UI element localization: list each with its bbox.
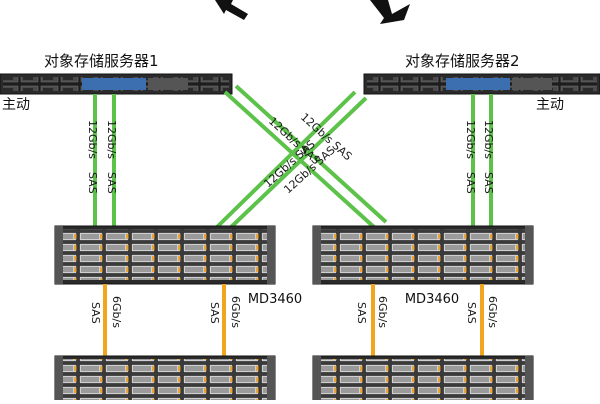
storage-enclosure-4 [312, 355, 534, 404]
enclosure-2-model: MD3460 [405, 292, 459, 307]
storage-enclosure-3 [54, 355, 276, 404]
storage-enclosure-2 [312, 225, 534, 285]
right-link-label-4: SAS [482, 172, 495, 194]
left-link-label-3: 12Gb/s [105, 120, 118, 159]
sas6-links [103, 284, 484, 360]
left-link-label-4: SAS [105, 172, 118, 194]
arrow-down-left-icon [370, 0, 410, 24]
storage-enclosure-icon [54, 225, 276, 285]
sas-link-right [471, 94, 493, 228]
enclosure-1-model: MD3460 [248, 292, 302, 307]
sas6-label-6: 6Gb/s [376, 296, 389, 328]
cross-links [214, 84, 388, 232]
sas6-label-2: 6Gb/s [110, 296, 123, 328]
server-rack-icon [363, 73, 600, 95]
server-1: 对象存储服务器1 主动 [0, 52, 233, 113]
server-rack-icon [0, 73, 233, 95]
storage-enclosure-icon [312, 355, 534, 404]
right-link-label-2: SAS [464, 172, 477, 194]
sas6-label-7: SAS [465, 302, 478, 324]
server-2-name: 对象存储服务器2 [405, 52, 520, 70]
sas-link-left [93, 94, 116, 228]
left-link-label-2: SAS [86, 172, 99, 194]
server-1-role: 主动 [2, 97, 30, 113]
sas6-label-3: SAS [208, 302, 221, 324]
storage-enclosure-icon [54, 355, 276, 404]
sas6-label-1: SAS [89, 302, 102, 324]
storage-enclosure-icon [312, 225, 534, 285]
server-1-name: 对象存储服务器1 [44, 52, 159, 70]
left-link-label-1: 12Gb/s [86, 120, 99, 159]
server-2: 对象存储服务器2 主动 [363, 52, 600, 113]
server-2-role: 主动 [536, 97, 564, 113]
arrow-down-right-icon [215, 0, 248, 20]
storage-enclosure-1 [54, 225, 276, 285]
sas6-label-5: SAS [355, 302, 368, 324]
sas6-label-8: 6Gb/s [486, 296, 499, 328]
right-link-label-1: 12Gb/s [464, 120, 477, 159]
right-link-label-3: 12Gb/s [482, 120, 495, 159]
sas6-label-4: 6Gb/s [229, 296, 242, 328]
